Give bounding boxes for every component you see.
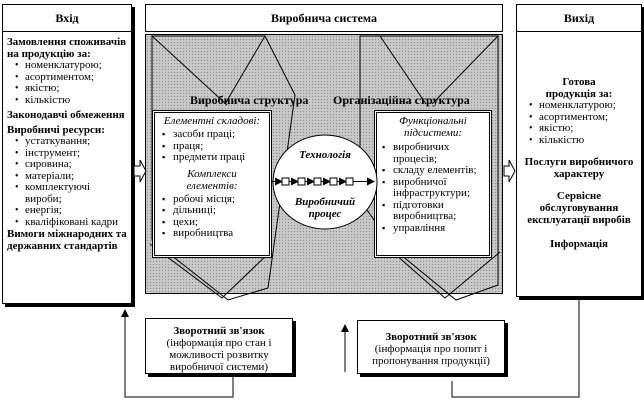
list-item: комплектуючі вироби; [13,181,127,205]
subsystems-title: Функціональні підсистеми: [399,115,467,139]
system-header: Виробнича система [145,4,503,32]
products-title: Готова продукція за: [545,76,613,100]
list-item: управління [381,222,489,235]
feedback-right-box: Зворотний зв'язок (інформація про попит … [357,320,505,374]
information-label: Інформація [550,238,608,250]
production-structure-title: Виробнича структура [190,93,309,107]
list-item: інструмент; [13,147,127,160]
orders-list: номенклатурою; асортиментом; якістю; кіл… [13,59,127,107]
input-arrow [133,159,147,183]
feedback-left-title: Зворотний зв'язок [173,325,265,337]
feedback-right-text: (інформація про попит і пропонування про… [372,343,490,367]
service-maintenance-label: Сервісне обслуговування експлуатації вир… [527,190,631,226]
list-item: енергія; [13,204,127,217]
output-arrow [503,159,516,183]
list-item: устаткування; [13,135,127,148]
feedback-left-text: (інформація про стан і можливості розвит… [166,337,272,373]
feedback-right-title: Зворотний зв'язок [385,331,477,343]
list-item: підготовки виробництва; [381,199,489,223]
list-item: виробничої інфраструктури; [381,176,489,200]
requirements-label: Вимоги міжнародних та державних стандарт… [7,228,127,252]
list-item: кваліфіковані кадри [13,216,127,229]
organizational-structure-title: Організаційна структура [333,93,470,107]
complexes-list: робочі місця; дільниці; цехи; виробництв… [161,193,269,240]
list-item: кількістю [13,94,127,107]
input-panel: Вхід Замовлення споживачів на продукцію … [2,4,132,304]
feedback-left-line [121,309,234,398]
elements-title: Елементні складові: [163,115,261,127]
orders-title: Замовлення споживачів на продукцію за: [7,36,127,60]
products-list: номенклатурою; асортиментом; якістю; кіл… [527,99,637,147]
list-item: предмети праці [161,151,269,164]
list-item: праця; [161,140,269,153]
list-item: дільниці; [161,204,269,217]
list-item: асортиментом; [13,71,127,84]
resources-list: устаткування; інструмент; сировина; мате… [13,135,127,229]
list-item: цехи; [161,216,269,229]
list-item: засоби праці; [161,128,269,141]
list-item: якістю; [527,122,637,135]
list-item: кількістю [527,134,637,147]
elements-list: засоби праці; праця; предмети праці [161,128,269,164]
list-item: сировина; [13,158,127,171]
process-chain [272,177,375,186]
production-structure-box: Елементні складові: засоби праці; праця;… [152,110,272,258]
feedback-right-line [451,300,580,398]
legislation-label: Законодавчі обмеження [7,109,125,121]
feedback-left-box: Зворотний зв'язок (інформація про стан і… [145,318,293,374]
list-item: номенклатурою; [13,59,127,72]
subsystems-list: виробничих процесів; складу елементів; в… [381,141,489,235]
system-title: Виробнича система [270,11,378,25]
output-title: Вихід [517,5,641,32]
technology-label: Технологія [299,149,351,161]
output-panel: Вихід Готова продукція за: номенклатурою… [516,4,642,297]
process-label: Виробничий процес [294,196,356,220]
input-title: Вхід [3,5,131,32]
list-item: якістю; [13,82,127,95]
complexes-title: Комплекси елементів: [186,167,238,192]
services-label: Послуги виробничого характеру [524,156,634,180]
organizational-structure-box: Функціональні підсистеми: виробничих про… [374,110,492,258]
list-item: асортиментом; [527,111,637,124]
list-item: виробничих процесів; [381,141,489,165]
resources-title: Виробничі ресурси: [7,124,105,136]
list-item: робочі місця; [161,193,269,206]
list-item: виробництва [161,227,269,240]
list-item: номенклатурою; [527,99,637,112]
list-item: складу елементів; [381,164,489,177]
list-item: матеріали; [13,170,127,183]
